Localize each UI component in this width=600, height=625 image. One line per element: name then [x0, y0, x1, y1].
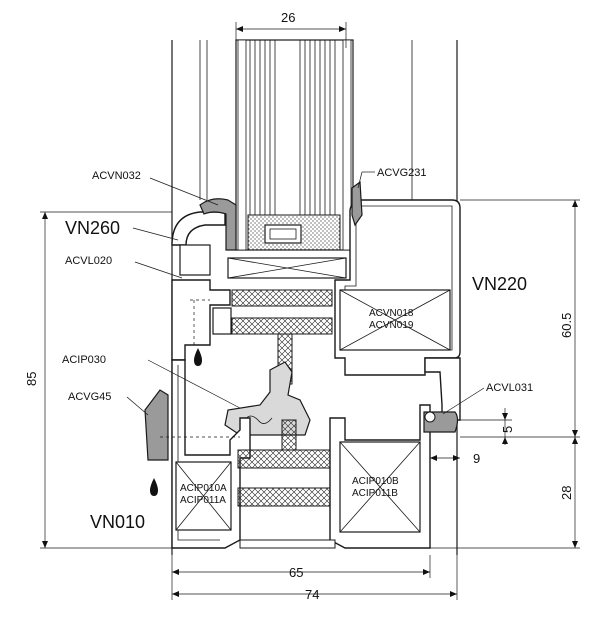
thermal-break-bottom — [237, 419, 331, 507]
gasket-acvg231 — [351, 180, 363, 227]
dim-74-label: 74 — [305, 587, 319, 602]
sash-profile-vn220 — [334, 199, 461, 421]
dim-60-5-label: 60.5 — [559, 313, 574, 338]
sill-gasket-acvg45 — [144, 389, 240, 461]
dim-60-5 — [460, 199, 580, 438]
setting-block — [227, 257, 347, 279]
dim-65 — [171, 555, 431, 600]
dim-28-label: 28 — [559, 486, 574, 500]
dim-9-label: 9 — [473, 451, 480, 466]
frame-profile-vn010 — [171, 359, 431, 549]
dim-26 — [235, 22, 347, 48]
label-vn010: VN010 — [90, 512, 145, 532]
drop-icon — [150, 478, 158, 496]
label-acip011a: ACIP011A — [180, 495, 226, 506]
gasket-acvl031 — [423, 411, 459, 433]
label-acvn018: ACVN018 — [369, 308, 414, 319]
drop-icon — [194, 348, 202, 366]
drainage-drops — [150, 348, 202, 496]
label-vn220: VN220 — [472, 274, 527, 294]
label-acip010b: ACIP010B — [352, 476, 399, 487]
central-gasket-acip030 — [224, 361, 311, 436]
label-acvl031: ACVL031 — [486, 382, 533, 394]
label-acvg231: ACVG231 — [377, 167, 427, 179]
dim-5-label: 5 — [500, 426, 515, 433]
label-acvn032: ACVN032 — [92, 170, 141, 182]
labels: 26 ACVN032 ACVG231 VN260 ACVL020 VN220 A… — [24, 10, 574, 602]
label-acvn019: ACVN019 — [369, 320, 414, 331]
glazing-bead-vn260 — [171, 198, 237, 276]
dim-5 — [460, 408, 512, 445]
dim-85 — [40, 211, 172, 549]
label-acvg45: ACVG45 — [68, 391, 111, 403]
label-acip030: ACIP030 — [62, 354, 106, 366]
label-acip011b: ACIP011B — [352, 488, 398, 499]
frame-upper-left — [171, 279, 232, 361]
label-vn260: VN260 — [65, 218, 120, 238]
glass-lines — [249, 40, 336, 215]
dim-85-label: 85 — [24, 372, 39, 386]
dim-26-label: 26 — [281, 10, 295, 25]
label-acvl020: ACVL020 — [65, 255, 112, 267]
dim-74 — [172, 555, 458, 600]
glazing-unit — [235, 39, 354, 251]
leader-lines — [126, 171, 485, 416]
label-acip010a: ACIP010A — [180, 483, 227, 494]
dim-65-label: 65 — [289, 565, 303, 580]
dim-28 — [430, 437, 580, 549]
dim-9 — [430, 455, 460, 461]
